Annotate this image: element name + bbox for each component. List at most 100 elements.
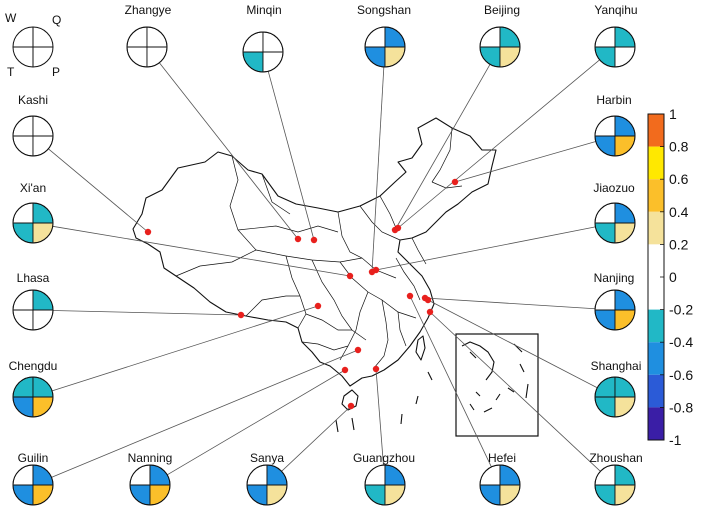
colorbar-tick-label-9: -0.8 — [669, 399, 693, 415]
pie-outline-nanjing — [594, 289, 636, 331]
pie-outline-guilin — [12, 464, 54, 506]
pie-outline-shanghai — [594, 376, 636, 418]
station-label-harbin: Harbin — [596, 93, 631, 107]
pie-outline-nanning — [129, 464, 171, 506]
legend-key: W Q T P — [5, 11, 61, 79]
site-marker-guangzhou — [372, 365, 380, 373]
leader-line-beijing — [394, 64, 491, 231]
station-label-nanjing: Nanjing — [594, 271, 635, 285]
station-label-guangzhou: Guangzhou — [353, 451, 415, 465]
colorbar-tick-label-4: 0.2 — [669, 236, 689, 252]
station-label-yanqihu: Yanqihu — [594, 3, 637, 17]
colorbar-bin-8 — [648, 374, 664, 408]
station-pie-yanqihu: Yanqihu — [594, 3, 638, 68]
site-markers — [144, 178, 459, 410]
colorbar-bin-9 — [648, 407, 664, 440]
site-marker-shanghai — [424, 296, 432, 304]
south-china-sea-inset — [455, 333, 539, 437]
leader-lines — [48, 59, 601, 478]
station-pie-nanjing: Nanjing — [594, 271, 636, 331]
leader-line-minqin — [267, 71, 315, 241]
legend-key-q-label: Q — [52, 13, 61, 27]
pie-outline-yanqihu — [594, 26, 636, 68]
leader-line-kashi — [48, 148, 149, 233]
station-pie-guilin: Guilin — [12, 451, 54, 506]
station-pie-zhangye: Zhangye — [125, 3, 172, 68]
station-pie-harbin: Harbin — [594, 93, 636, 157]
pie-outline-kashi — [12, 115, 54, 157]
colorbar-bin-4 — [648, 244, 664, 277]
station-pie-zhoushan: Zhoushan — [589, 451, 643, 506]
station-label-sanya: Sanya — [250, 451, 284, 465]
station-label-beijing: Beijing — [484, 3, 520, 17]
colorbar: 10.80.60.40.20-0.2-0.4-0.6-0.8-1 — [647, 106, 693, 448]
site-marker-chengdu — [314, 302, 322, 310]
station-pie-sanya: Sanya — [246, 451, 288, 506]
site-marker-sanya — [347, 402, 355, 410]
station-pie-shanghai: Shanghai — [591, 359, 642, 418]
pie-outline-chengdu — [12, 376, 54, 418]
station-pie-kashi: Kashi — [12, 93, 54, 157]
pie-outline-songshan — [364, 26, 406, 68]
colorbar-tick-label-8: -0.6 — [669, 367, 693, 383]
leader-line-sanya — [281, 405, 352, 472]
leader-line-songshan — [371, 66, 385, 273]
colorbar-bin-7 — [648, 342, 664, 375]
leader-line-hefei — [409, 295, 492, 468]
station-label-jiaozuo: Jiaozuo — [593, 181, 635, 195]
station-label-hefei: Hefei — [488, 451, 516, 465]
station-pie-jiaozuo: Jiaozuo — [593, 181, 636, 244]
site-marker-guilin — [354, 346, 362, 354]
leader-line-nanjing — [424, 297, 596, 310]
leader-line-shanghai — [427, 299, 598, 389]
colorbar-bin-2 — [648, 179, 664, 212]
leader-line-zhoushan — [429, 311, 601, 472]
leader-line-lhasa — [52, 310, 242, 316]
colorbar-tick-label-5: 0 — [669, 269, 677, 285]
pie-outline-minqin — [242, 31, 284, 73]
site-marker-harbin — [451, 178, 459, 186]
site-marker-kashi — [144, 228, 152, 236]
leader-line-harbin — [454, 141, 596, 183]
pie-outline-zhangye — [126, 26, 168, 68]
station-label-zhoushan: Zhoushan — [589, 451, 642, 465]
china-border — [132, 117, 497, 387]
pie-outline-harbin — [594, 115, 636, 157]
hainan-island — [341, 389, 359, 411]
colorbar-tick-label-1: 0.8 — [669, 139, 689, 155]
leader-line-guangzhou — [375, 368, 384, 466]
site-marker-nanning — [341, 366, 349, 374]
leader-line-yanqihu — [397, 59, 600, 229]
pie-outline-zhoushan — [594, 464, 636, 506]
station-label-shanghai: Shanghai — [591, 359, 642, 373]
pie-outline-lhasa — [12, 289, 54, 331]
station-label-minqin: Minqin — [246, 3, 281, 17]
station-label-zhangye: Zhangye — [125, 3, 172, 17]
pie-outline-jiaozuo — [594, 202, 636, 244]
colorbar-tick-label-0: 1 — [669, 106, 677, 122]
legend-key-w-label: W — [5, 11, 17, 25]
pie-outline-sanya — [246, 464, 288, 506]
station-label-lhasa: Lhasa — [17, 271, 50, 285]
pie-outline-hefei — [479, 464, 521, 506]
site-marker-zhangye — [294, 235, 302, 243]
leader-line-nanning — [167, 369, 346, 476]
site-marker-jiaozuo — [372, 266, 380, 274]
colorbar-bin-0 — [648, 114, 664, 147]
colorbar-tick-label-6: -0.2 — [669, 302, 693, 318]
site-marker-minqin — [310, 236, 318, 244]
station-pie-songshan: Songshan — [357, 3, 411, 68]
station-pie-lhasa: Lhasa — [12, 271, 54, 331]
station-label-songshan: Songshan — [357, 3, 411, 17]
station-pie-beijing: Beijing — [479, 3, 521, 68]
legend-key-p-label: P — [52, 65, 60, 79]
station-pie-guangzhou: Guangzhou — [353, 451, 415, 506]
station-pie-hefei: Hefei — [479, 451, 521, 506]
taiwan-island — [415, 335, 426, 361]
colorbar-bin-1 — [648, 146, 664, 180]
station-label-chengdu: Chengdu — [9, 359, 58, 373]
leader-line-guilin — [51, 349, 359, 478]
colorbar-tick-label-2: 0.6 — [669, 171, 689, 187]
colorbar-tick-label-10: -1 — [669, 432, 682, 448]
